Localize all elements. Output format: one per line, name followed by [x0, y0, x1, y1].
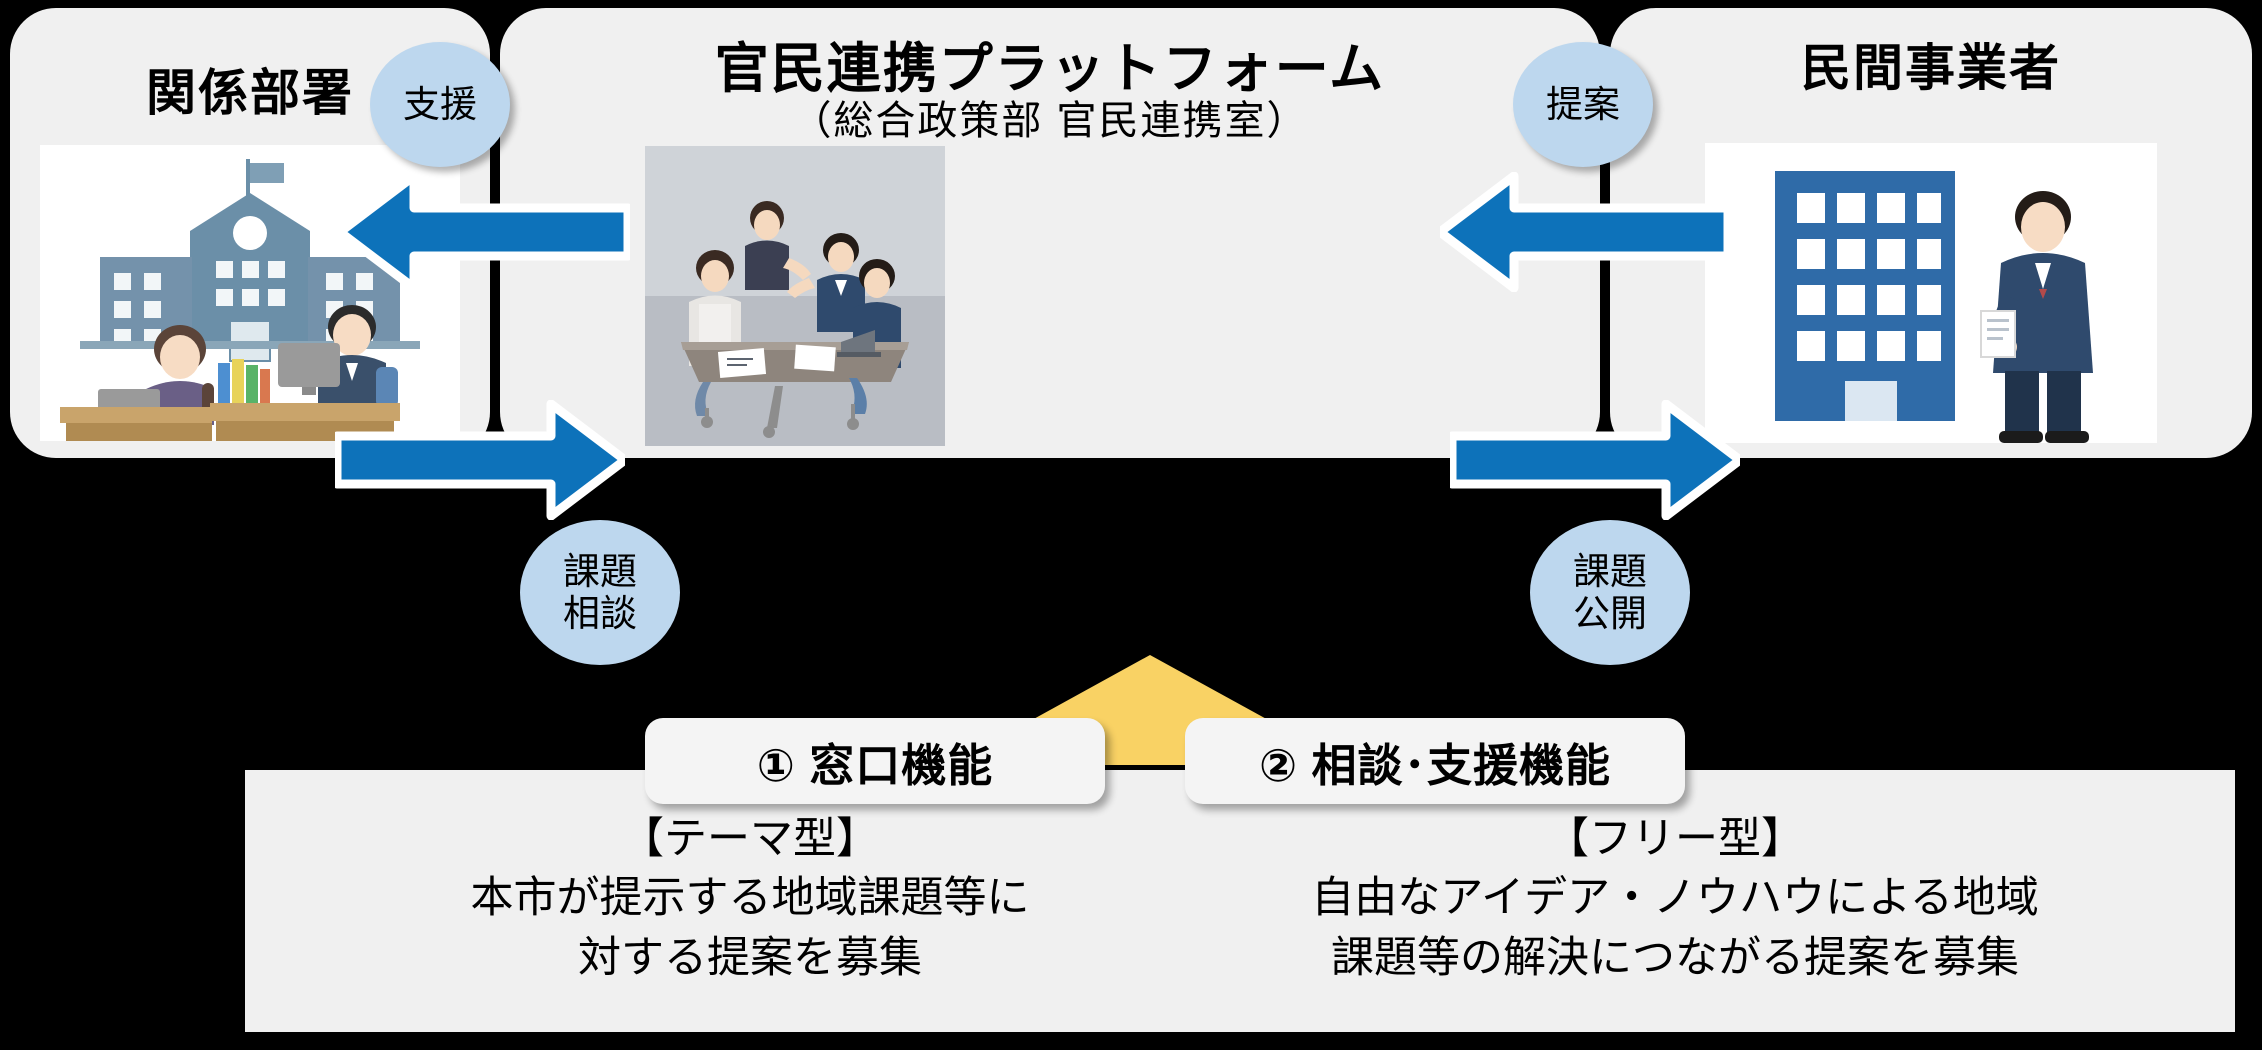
arrow-publication-right	[1450, 400, 1740, 520]
arrow-support-left	[340, 172, 630, 292]
detail-column-theme: 【テーマ型】 本市が提示する地域課題等に 対する提案を募集	[335, 810, 1165, 988]
detail-heading-free: 【フリー型】	[1546, 815, 1804, 863]
badge-support-label: 支援	[403, 83, 477, 125]
function-label-support-text: ② 相談･支援機能	[1258, 739, 1612, 791]
badge-proposal-label: 提案	[1546, 83, 1620, 125]
platform-title: 官民連携プラットフォーム	[714, 39, 1386, 99]
detail-heading-theme: 【テーマ型】	[621, 815, 879, 863]
functions-detail-panel: 【テーマ型】 本市が提示する地域課題等に 対する提案を募集 【フリー型】 自由な…	[245, 770, 2235, 1032]
arrow-proposal-left	[1440, 172, 1730, 292]
detail-body-free: 自由なアイデア・ノウハウによる地域 課題等の解決につながる提案を募集	[1311, 874, 2039, 982]
business-person-illustration	[1705, 143, 2157, 443]
badge-issue-publication-line1: 課題	[1573, 551, 1647, 593]
detail-column-free: 【フリー型】 自由なアイデア・ノウハウによる地域 課題等の解決につながる提案を募…	[1175, 810, 2175, 988]
badge-issue-consultation-line1: 課題	[563, 551, 637, 593]
meeting-photo	[645, 146, 945, 446]
left-panel-title: 関係部署	[146, 65, 354, 121]
badge-issue-consultation-line2: 相談	[563, 592, 637, 634]
arrow-consultation-right	[335, 400, 625, 520]
badge-proposal: 提案	[1513, 42, 1653, 167]
badge-issue-publication-line2: 公開	[1573, 592, 1647, 634]
platform-panel: 官民連携プラットフォーム （総合政策部 官民連携室）	[500, 8, 1600, 458]
badge-support: 支援	[370, 42, 510, 167]
function-label-window: ① 窓口機能	[645, 718, 1105, 804]
private-business-panel: 民間事業者	[1610, 8, 2252, 458]
function-label-support: ② 相談･支援機能	[1185, 718, 1685, 804]
badge-issue-consultation: 課題 相談	[520, 520, 680, 665]
platform-subtitle: （総合政策部 官民連携室）	[791, 99, 1309, 143]
right-panel-title: 民間事業者	[1801, 40, 2061, 96]
detail-body-theme: 本市が提示する地域課題等に 対する提案を募集	[470, 874, 1030, 982]
badge-issue-publication: 課題 公開	[1530, 520, 1690, 665]
function-label-window-text: ① 窓口機能	[756, 739, 994, 791]
